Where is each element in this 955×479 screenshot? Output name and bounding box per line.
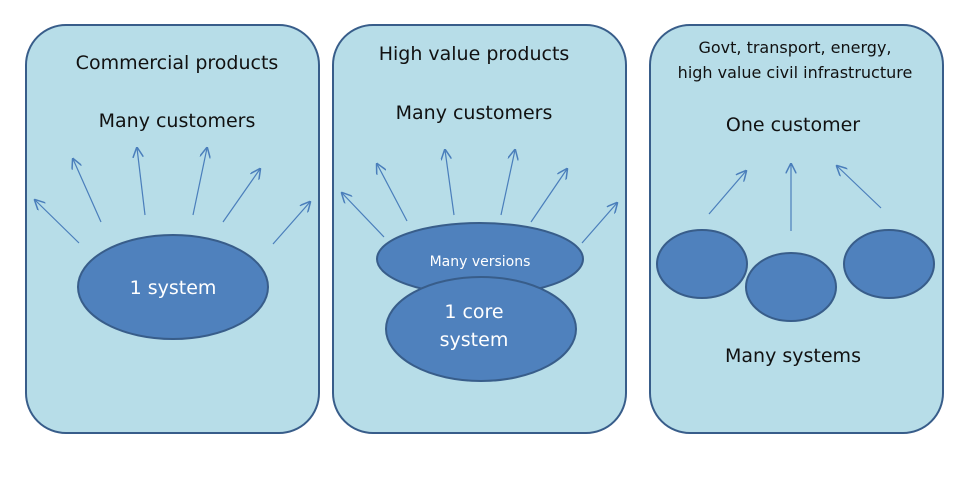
panel-background [25,24,320,434]
customers-label: Many customers [396,102,553,124]
single-system-ellipse [77,234,269,340]
panel-title: Commercial products [76,52,279,74]
customer-arrow [377,164,408,222]
panel-civil-infrastructure: Govt, transport, energy, high value civi… [649,24,944,434]
customer-arrow [837,166,882,209]
panel-title-line2: high value civil infrastructure [678,63,913,82]
customer-arrow [222,169,260,223]
customer-arrow [581,203,617,244]
system-ellipse [843,229,935,299]
panel-title: High value products [379,43,570,65]
core-system-label-line2: system [440,329,509,351]
customers-label: Many customers [99,110,256,132]
single-system-label: 1 system [130,277,217,299]
panel-high-value-products: High value products Many customers Many … [332,24,627,434]
customer-arrow [272,202,310,245]
panel-background [649,24,944,434]
customer-arrow [73,159,102,223]
systems-label: Many systems [725,345,861,367]
system-ellipse [656,229,748,299]
customer-arrow [500,150,515,216]
core-system-label-line1: 1 core [444,301,503,323]
customer-arrows [342,150,617,244]
customer-arrows [708,164,882,231]
customer-arrow [342,193,385,238]
core-system-ellipse [385,276,577,382]
customer-arrows [35,148,310,245]
customers-label: One customer [726,114,860,136]
customer-arrow [708,171,746,215]
customer-arrow [192,148,207,216]
system-ellipse [745,252,837,322]
panel-commercial-products: Commercial products Many customers 1 sys… [25,24,320,434]
customer-arrow [137,148,146,216]
customer-arrow [35,200,80,244]
customer-arrow [530,169,567,223]
panel-title-line1: Govt, transport, energy, [698,38,891,57]
customer-arrow [445,150,455,216]
versions-label: Many versions [430,254,531,270]
